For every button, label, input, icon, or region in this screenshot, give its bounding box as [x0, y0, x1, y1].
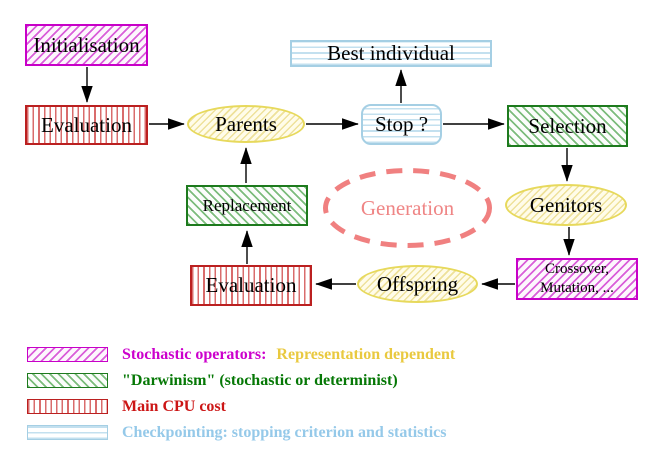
legend-swatch-green-hatch — [27, 373, 108, 388]
node-crossover-line2: Mutation, ... — [540, 280, 614, 296]
node-generation: Generation — [323, 168, 492, 248]
generation-dashed-ellipse — [323, 168, 492, 248]
legend-swatch-cyan-stripes — [27, 425, 108, 440]
node-crossover-mutation: Crossover, Mutation, ... — [516, 258, 638, 300]
node-evaluation-bottom-label: Evaluation — [205, 273, 297, 297]
legend-label-main-cpu-cost: Main CPU cost — [122, 397, 226, 415]
legend-row-stochastic-operators: Stochastic operators: Representation dep… — [27, 346, 455, 363]
node-initialisation: Initialisation — [25, 24, 148, 66]
legend-row-main-cpu-cost: Main CPU cost — [27, 398, 226, 415]
node-best-individual: Best individual — [290, 40, 492, 67]
node-generation-label: Generation — [360, 195, 455, 220]
node-stop: Stop ? — [361, 104, 442, 145]
node-evaluation-top: Evaluation — [25, 105, 148, 145]
legend-row-checkpointing: Checkpointing: stopping criterion and st… — [27, 424, 446, 441]
legend-label-stochastic-operators: Stochastic operators: — [122, 345, 267, 363]
node-genitors: Genitors — [505, 184, 627, 226]
node-crossover-line1: Crossover, — [545, 261, 609, 277]
node-offspring-label: Offspring — [376, 271, 459, 296]
node-evaluation-top-label: Evaluation — [41, 112, 132, 137]
node-best-individual-label: Best individual — [327, 41, 455, 65]
node-initialisation-label: Initialisation — [33, 32, 140, 57]
node-stop-label: Stop ? — [374, 112, 429, 136]
legend-swatch-magenta-hatch — [27, 347, 108, 362]
legend-row-darwinism: "Darwinism" (stochastic or determinist) — [27, 372, 398, 389]
legend-swatch-red-stripes — [27, 399, 108, 414]
node-selection-label: Selection — [528, 113, 607, 138]
node-selection: Selection — [507, 105, 628, 147]
node-parents-label: Parents — [215, 111, 277, 136]
node-evaluation-bottom: Evaluation — [190, 265, 312, 306]
legend-label-checkpointing: Checkpointing: stopping criterion and st… — [122, 423, 447, 441]
legend-label-representation-dependent: Representation dependent — [276, 345, 456, 363]
legend-label-darwinism: "Darwinism" (stochastic or determinist) — [122, 371, 398, 389]
node-genitors-label: Genitors — [529, 192, 603, 217]
node-replacement-label: Replacement — [202, 195, 292, 215]
node-replacement: Replacement — [186, 185, 308, 226]
node-offspring: Offspring — [357, 265, 478, 303]
node-parents: Parents — [187, 105, 305, 143]
